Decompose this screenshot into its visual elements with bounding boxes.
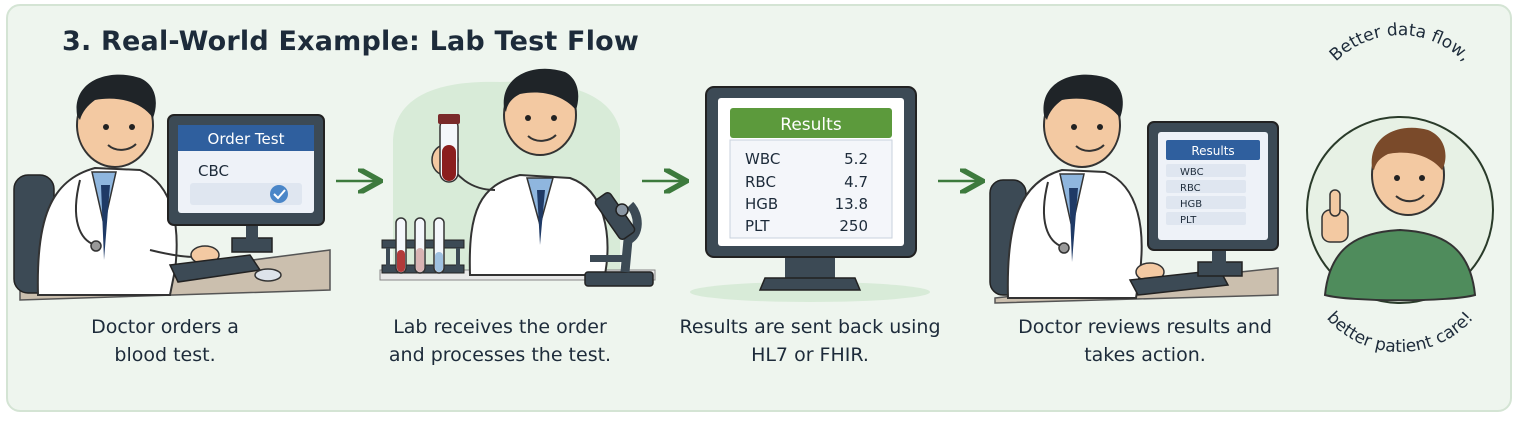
microscope-icon: [584, 191, 654, 287]
step-2-caption: Lab receives the order and processes the…: [365, 313, 635, 369]
step-4-caption: Doctor reviews results and takes action.: [995, 313, 1295, 369]
review-row-plt: PLT: [1180, 215, 1197, 226]
result-value-hgb: 13.8: [835, 195, 868, 213]
review-row-wbc: WBC: [1180, 167, 1204, 178]
step-1-caption: Doctor orders a blood test.: [40, 313, 290, 369]
page-title: 3. Real-World Example: Lab Test Flow: [62, 26, 640, 57]
step-4-illustration: Results WBC RBC HGB PLT: [989, 74, 1279, 304]
review-row-hgb: HGB: [1180, 199, 1202, 210]
step-2-illustration: [379, 68, 656, 287]
review-screen-title: Results: [1191, 144, 1234, 158]
result-value-plt: 250: [839, 217, 868, 235]
step-3-caption-line-2: HL7 or FHIR.: [751, 344, 869, 366]
step-3-caption: Results are sent back using HL7 or FHIR.: [660, 313, 960, 369]
result-label-rbc: RBC: [745, 173, 776, 191]
svg-text:better patient care!: better patient care!: [1323, 308, 1478, 357]
step-1-illustration: Order Test CBC: [13, 74, 331, 301]
result-value-rbc: 4.7: [844, 173, 868, 191]
result-label-plt: PLT: [745, 217, 770, 235]
review-row-rbc: RBC: [1180, 183, 1201, 194]
step-4-caption-line-2: takes action.: [1084, 344, 1206, 366]
result-value-wbc: 5.2: [844, 150, 868, 168]
step-3-illustration: Results WBC 5.2 RBC 4.7 HGB 13.8 PLT 250: [690, 86, 930, 302]
test-tube-icon: [381, 217, 465, 274]
patient-top-text: Better data flow,: [1326, 20, 1475, 66]
step-2-caption-line-1: Lab receives the order: [393, 316, 607, 338]
step-1-caption-line-2: blood test.: [114, 344, 216, 366]
result-label-wbc: WBC: [745, 150, 780, 168]
step-1-caption-line-1: Doctor orders a: [91, 316, 239, 338]
step-3-caption-line-1: Results are sent back using: [679, 316, 941, 338]
results-title: Results: [780, 115, 842, 135]
order-test-value: CBC: [198, 162, 229, 180]
svg-text:Better data flow,: Better data flow,: [1326, 20, 1475, 66]
patient-bottom-text: better patient care!: [1323, 308, 1478, 357]
order-test-header: Order Test: [208, 130, 285, 148]
check-icon: [270, 185, 288, 203]
patient-badge: Better data flow, better patient care!: [1306, 20, 1494, 357]
step-2-caption-line-2: and processes the test.: [388, 344, 612, 366]
thumbs-up-icon: [1321, 189, 1349, 243]
step-4-caption-line-1: Doctor reviews results and: [1018, 316, 1272, 338]
result-label-hgb: HGB: [745, 195, 778, 213]
